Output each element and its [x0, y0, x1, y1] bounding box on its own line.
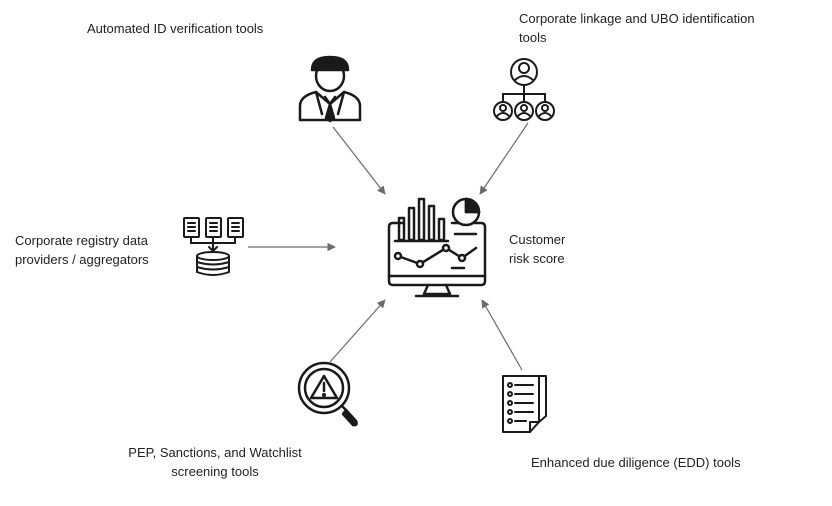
arrow-screening-to-score [329, 299, 386, 363]
id-verification-label: Automated ID verification tools [87, 21, 264, 36]
arrow-id-verification-to-score [332, 126, 386, 195]
arrow-linkage-to-score [479, 122, 529, 195]
edd-label: Enhanced due diligence (EDD) tools [531, 455, 741, 470]
arrow-edd-to-score [481, 299, 523, 371]
screening-label: PEP, Sanctions, and Watchlist screening … [128, 445, 302, 479]
checklist-document-icon [502, 375, 547, 433]
risk-score-label: Customer risk score [509, 232, 566, 266]
database-registry-icon [183, 217, 244, 276]
businessman-icon [298, 55, 362, 123]
warning-magnifier-icon [297, 361, 358, 427]
corporate-linkage-label: Corporate linkage and UBO identification… [519, 11, 755, 45]
analytics-monitor-icon [387, 197, 487, 298]
org-hierarchy-icon [493, 58, 555, 121]
registry-label: Corporate registry data providers / aggr… [15, 233, 149, 267]
